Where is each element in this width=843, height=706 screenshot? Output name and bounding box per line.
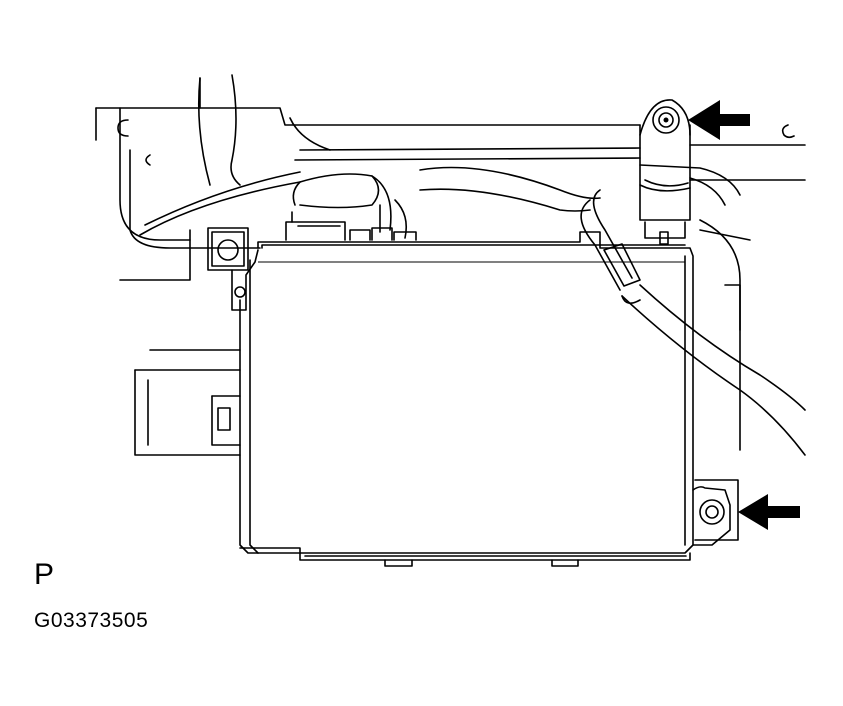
control-module — [239, 231, 694, 567]
figure-code: G03373505 — [34, 609, 149, 632]
upper-bolt-arrow — [688, 100, 750, 140]
upper-mounting-bracket — [639, 99, 691, 245]
lower-mounting-tab — [692, 486, 731, 546]
upper-bolt — [652, 106, 680, 134]
panel-letter: P — [34, 558, 55, 591]
module-connector — [285, 211, 417, 241]
wire-harness — [139, 74, 741, 239]
lower-bolt-arrow — [738, 494, 800, 530]
lower-bolt — [699, 499, 725, 525]
vehicle-frame-outline — [95, 77, 806, 541]
left-bracket — [207, 227, 259, 311]
